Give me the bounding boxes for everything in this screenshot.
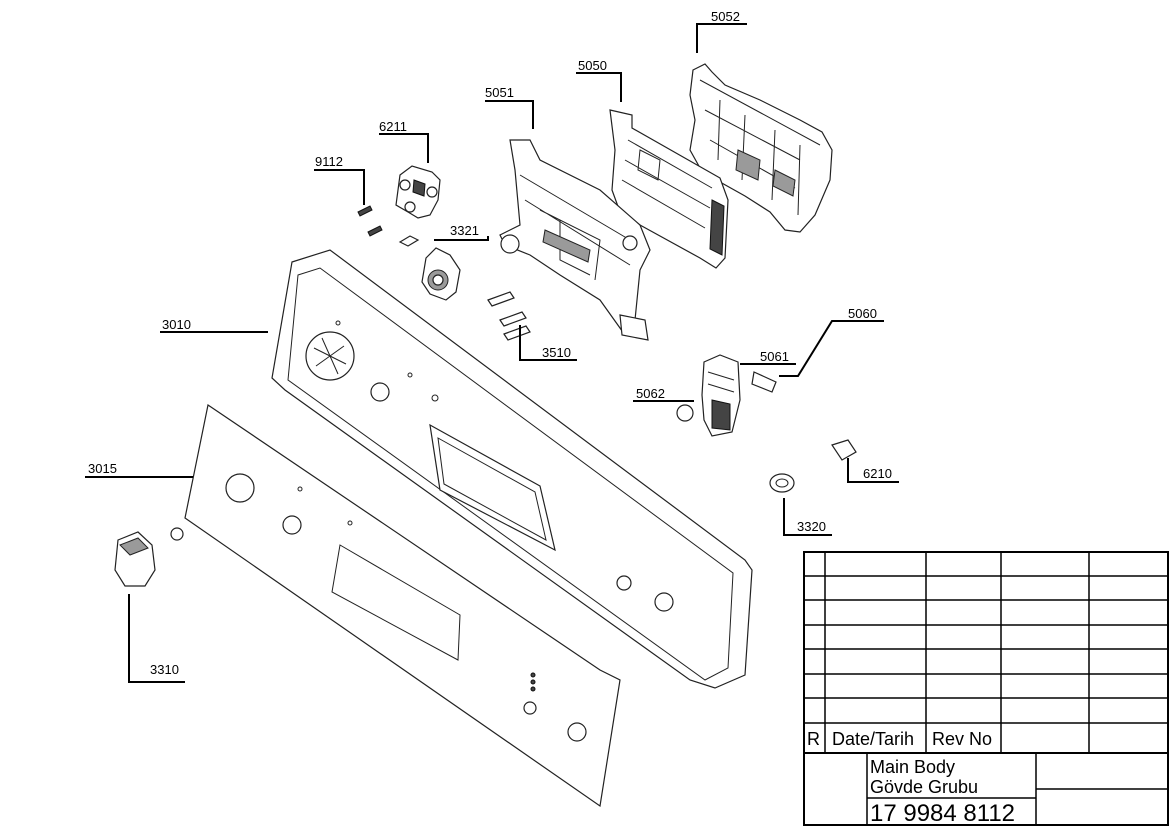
title-english: Main Body xyxy=(870,757,955,777)
drawing-number: 17 9984 8112 xyxy=(870,800,1015,826)
rev-column-header: R xyxy=(807,729,820,749)
callout-5051: 5051 xyxy=(485,85,514,100)
part-3015-front-sheet xyxy=(184,403,621,808)
title-block: R Date/Tarih Rev No Main Body Gövde Grub… xyxy=(803,551,1169,826)
callout-5052: 5052 xyxy=(711,9,740,24)
revno-column-header: Rev No xyxy=(932,729,992,749)
title-turkish: Gövde Grubu xyxy=(870,777,978,797)
part-6210-3320 xyxy=(769,439,857,493)
date-column-header: Date/Tarih xyxy=(832,729,914,749)
callout-labels: 5052 5050 5051 6211 9112 3321 3010 3510 … xyxy=(88,9,892,677)
callout-6211: 6211 xyxy=(379,119,407,134)
callout-3320: 3320 xyxy=(797,519,826,534)
callout-5062: 5062 xyxy=(636,386,665,401)
part-3321-encoder xyxy=(421,247,461,301)
callout-3010: 3010 xyxy=(162,317,191,332)
callout-3321: 3321 xyxy=(450,223,479,238)
callout-3510: 3510 xyxy=(542,345,571,360)
part-9112-screws xyxy=(357,205,420,247)
callout-9112: 9112 xyxy=(315,154,343,169)
part-3310-knob xyxy=(114,527,184,587)
part-6211-switch xyxy=(395,165,441,219)
callout-3310: 3310 xyxy=(150,662,179,677)
callout-5061: 5061 xyxy=(760,349,789,364)
leader-lines xyxy=(85,23,899,683)
part-5051-carrier xyxy=(499,139,651,341)
part-3010-panel xyxy=(271,249,753,689)
part-3510-lamps xyxy=(487,291,531,341)
callout-5060: 5060 xyxy=(848,306,877,321)
part-5061-5062-programmer xyxy=(676,354,777,437)
callout-5050: 5050 xyxy=(578,58,607,73)
callout-3015: 3015 xyxy=(88,461,117,476)
part-5052-frame xyxy=(689,63,833,233)
callout-6210: 6210 xyxy=(863,466,892,481)
part-5050-board xyxy=(609,109,729,269)
